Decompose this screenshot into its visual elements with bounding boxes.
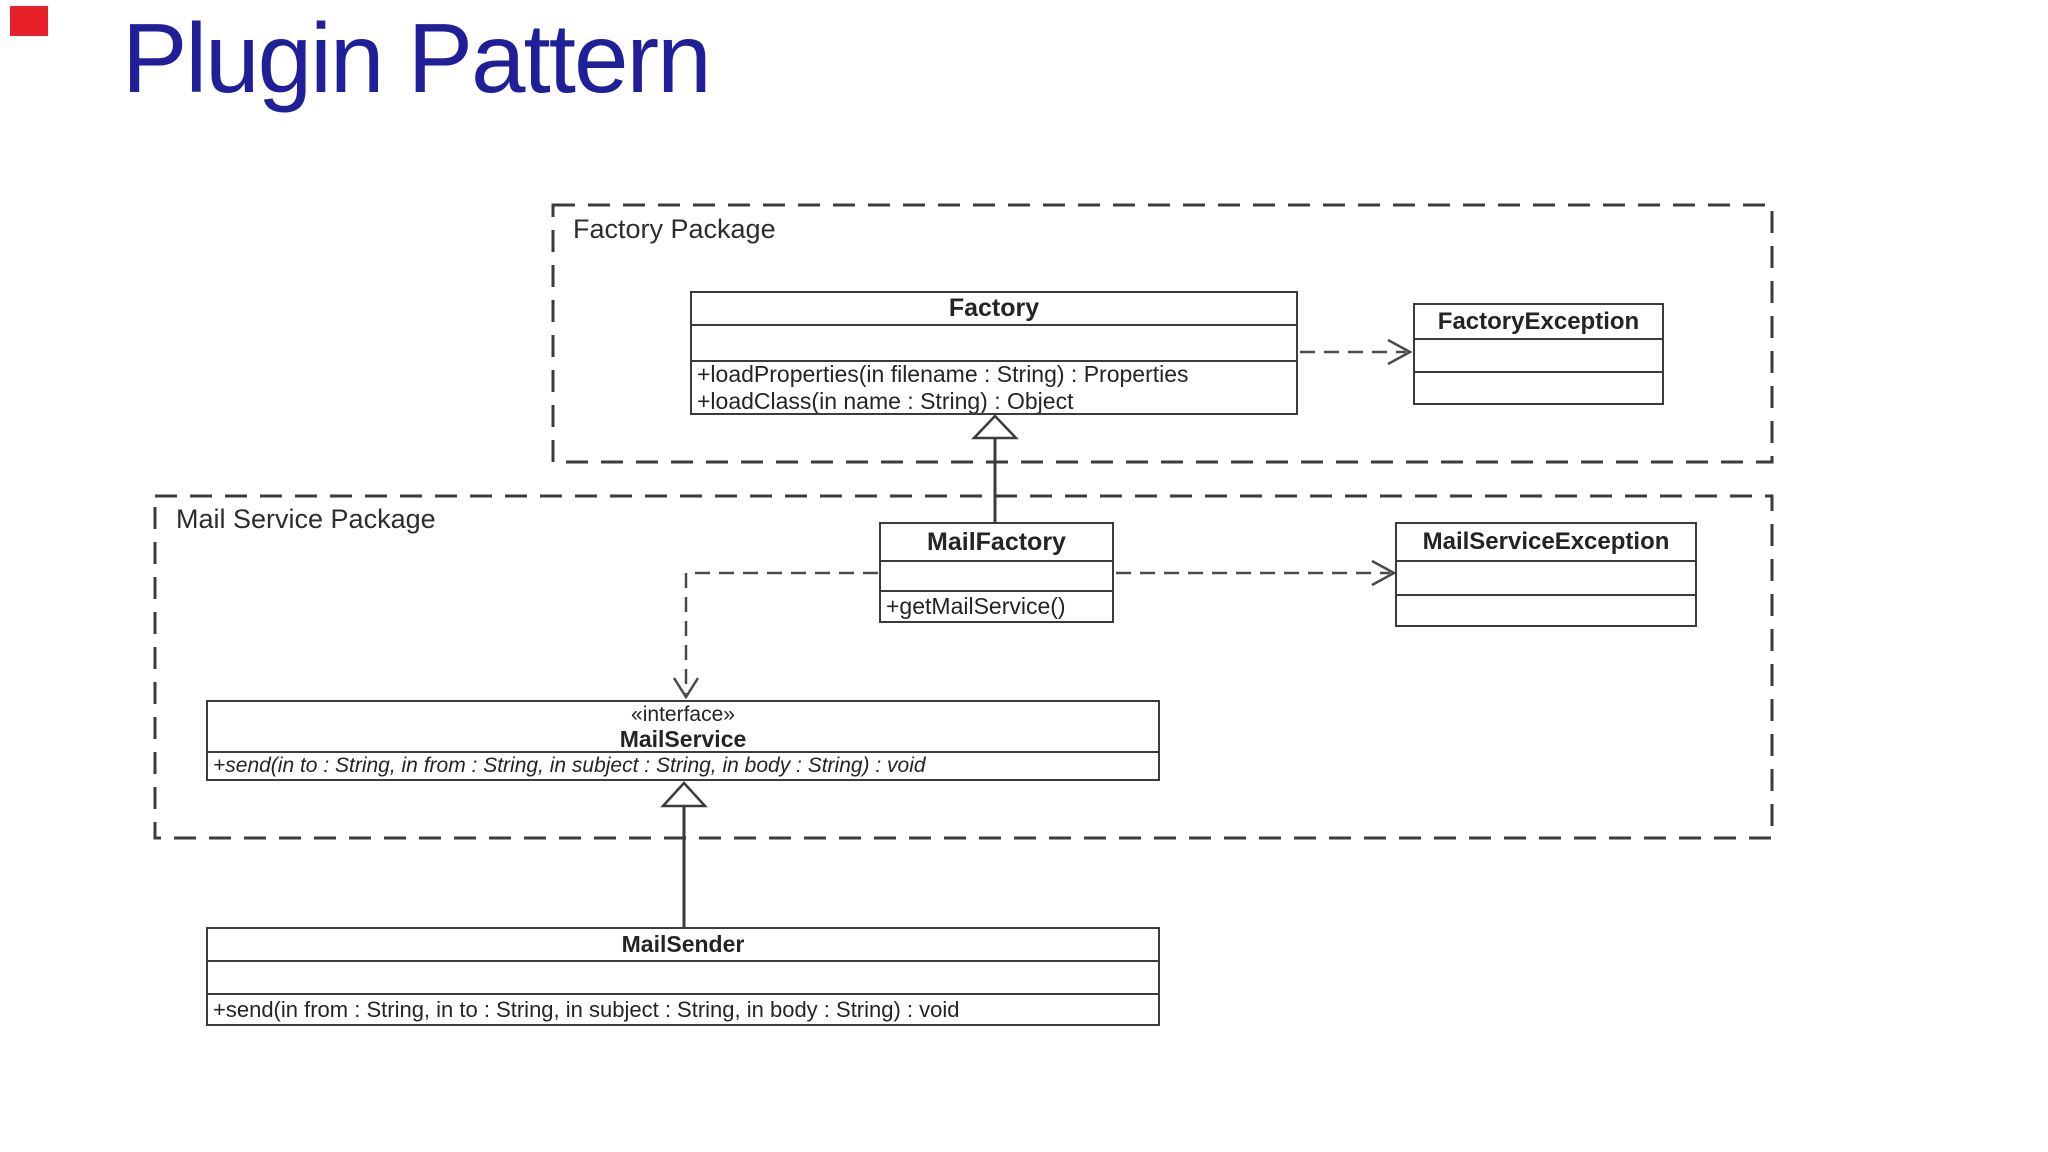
- dependency-mailfactory-mailserviceexception: [1116, 559, 1397, 587]
- class-factory-methods: +loadProperties(in filename : String) : …: [692, 360, 1296, 413]
- class-mailsender-name: MailSender: [621, 931, 745, 957]
- class-mailsender-attributes: [208, 960, 1158, 993]
- interface-mailservice-name: «interface» MailService: [619, 702, 747, 751]
- interface-stereotype: «interface»: [631, 702, 735, 726]
- dependency-factory-factoryexception: [1300, 338, 1413, 366]
- class-mailserviceexception-name: MailServiceException: [1422, 528, 1670, 555]
- method-send-interface: +send(in to : String, in from : String, …: [213, 754, 926, 777]
- class-factoryexception-name: FactoryException: [1437, 307, 1640, 335]
- method-getmailservice: +getMailService(): [886, 593, 1066, 619]
- class-factoryexception-methods: [1415, 371, 1662, 403]
- class-factoryexception-attributes: [1415, 338, 1662, 371]
- method-loadproperties: +loadProperties(in filename : String) : …: [697, 360, 1189, 387]
- factory-package-label: Factory Package: [573, 214, 776, 244]
- dependency-mailfactory-mailservice: [672, 571, 878, 700]
- generalization-mailfactory-factory: [971, 414, 1019, 524]
- class-factory-name: Factory: [948, 294, 1040, 323]
- class-factory: Factory +loadProperties(in filename : St…: [690, 291, 1298, 415]
- class-mailserviceexception: MailServiceException: [1395, 522, 1697, 627]
- record-marker: [10, 6, 48, 36]
- mail-service-package-boundary: [153, 494, 1774, 840]
- class-mailserviceexception-attributes: [1397, 560, 1695, 594]
- class-mailserviceexception-methods: [1397, 594, 1695, 625]
- interface-mailservice: «interface» MailService +send(in to : St…: [206, 700, 1160, 781]
- class-mailsender-methods: +send(in from : String, in to : String, …: [208, 993, 1158, 1024]
- interface-mailservice-methods: +send(in to : String, in from : String, …: [208, 751, 1158, 779]
- class-mailfactory-attributes: [881, 560, 1112, 590]
- method-send-mailsender: +send(in from : String, in to : String, …: [213, 996, 960, 1022]
- class-mailfactory-methods: +getMailService(): [881, 590, 1112, 621]
- page-title: Plugin Pattern: [122, 3, 712, 113]
- mail-service-package-label: Mail Service Package: [176, 504, 436, 534]
- class-mailfactory: MailFactory +getMailService(): [879, 522, 1114, 623]
- class-mailfactory-name: MailFactory: [927, 527, 1066, 556]
- factory-package-boundary: [551, 203, 1774, 464]
- class-factory-attributes: [692, 324, 1296, 360]
- realization-mailsender-mailservice: [660, 781, 708, 929]
- class-factoryexception: FactoryException: [1413, 303, 1664, 405]
- class-mailsender: MailSender +send(in from : String, in to…: [206, 927, 1160, 1026]
- method-loadclass: +loadClass(in name : String) : Object: [697, 387, 1074, 413]
